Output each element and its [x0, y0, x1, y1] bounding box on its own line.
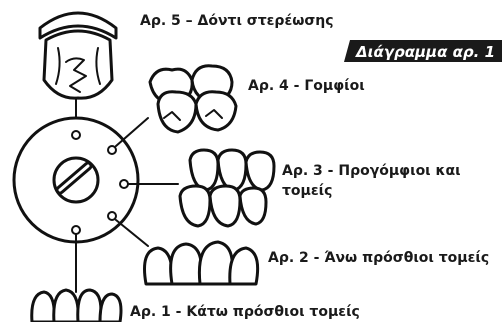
molars-illustration: [148, 64, 238, 134]
connector-lines: [75, 117, 179, 293]
diagram-banner: Διάγραμμα αρ. 1: [344, 40, 502, 62]
diagram-banner-text: Διάγραμμα αρ. 1: [355, 43, 495, 61]
label-item-1: Αρ. 1 - Κάτω πρόσθιοι τομείς: [130, 304, 360, 320]
hole-5: [71, 130, 81, 140]
hole-4: [107, 145, 117, 155]
label-item-3-line-1: Αρ. 3 - Προγόμφιοι και: [282, 163, 461, 179]
premolars-incisors-illustration: [178, 148, 276, 228]
lower-anterior-illustration: [30, 288, 123, 322]
label-item-5: Αρ. 5 – Δόντι στερέωσης: [140, 13, 334, 29]
hole-2: [107, 211, 117, 221]
label-item-2: Αρ. 2 - Άνω πρόσθιοι τομείς: [268, 250, 489, 266]
upper-anterior-illustration: [143, 240, 260, 286]
hole-3: [119, 179, 129, 189]
hole-1: [71, 225, 81, 235]
label-item-3-line-2: τομείς: [282, 183, 332, 199]
fixing-tooth-illustration: [38, 11, 118, 129]
label-item-4: Αρ. 4 - Γομφίοι: [248, 78, 365, 94]
